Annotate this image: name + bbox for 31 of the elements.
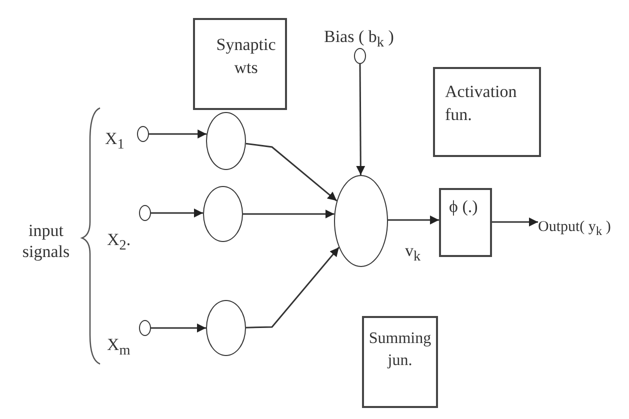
input-node-circle: [354, 48, 366, 64]
box-label: Summing jun.: [368, 329, 432, 371]
input-node-circle: [137, 126, 149, 142]
labeled-box: [362, 316, 438, 408]
arrow: [388, 216, 439, 224]
labeled-box: [433, 67, 541, 157]
neuron-circle: [334, 175, 388, 267]
arrow: [151, 208, 203, 218]
neuron-circle: [206, 300, 246, 356]
arrow: [149, 130, 207, 138]
box-label: ϕ (.): [448, 196, 479, 218]
labeled-box: [193, 18, 287, 110]
output-label: Output( y$_{k}$ ): [538, 218, 612, 240]
neuron-circle: [203, 186, 243, 242]
arrow: [246, 246, 340, 328]
labeled-box: [439, 188, 492, 257]
input-node-circle: [139, 205, 151, 221]
input-node-circle: [139, 320, 151, 336]
box-label: Synaptic wts: [215, 34, 277, 79]
signal-label: Bias ( b$_{k}$ ): [324, 26, 394, 52]
signal-label: X$_{m}$: [107, 334, 130, 360]
arrow: [246, 142, 338, 202]
signal-label: X$_{2}$.: [107, 229, 131, 256]
signal-label: X$_{1}$: [105, 128, 124, 154]
neuron-circle: [206, 112, 246, 170]
arrow: [151, 324, 206, 332]
box-label: Activation fun.: [444, 81, 518, 126]
arrow: [243, 210, 334, 218]
arrow: [492, 218, 538, 226]
group-label: input signals: [22, 220, 70, 262]
arrow: [356, 64, 366, 175]
